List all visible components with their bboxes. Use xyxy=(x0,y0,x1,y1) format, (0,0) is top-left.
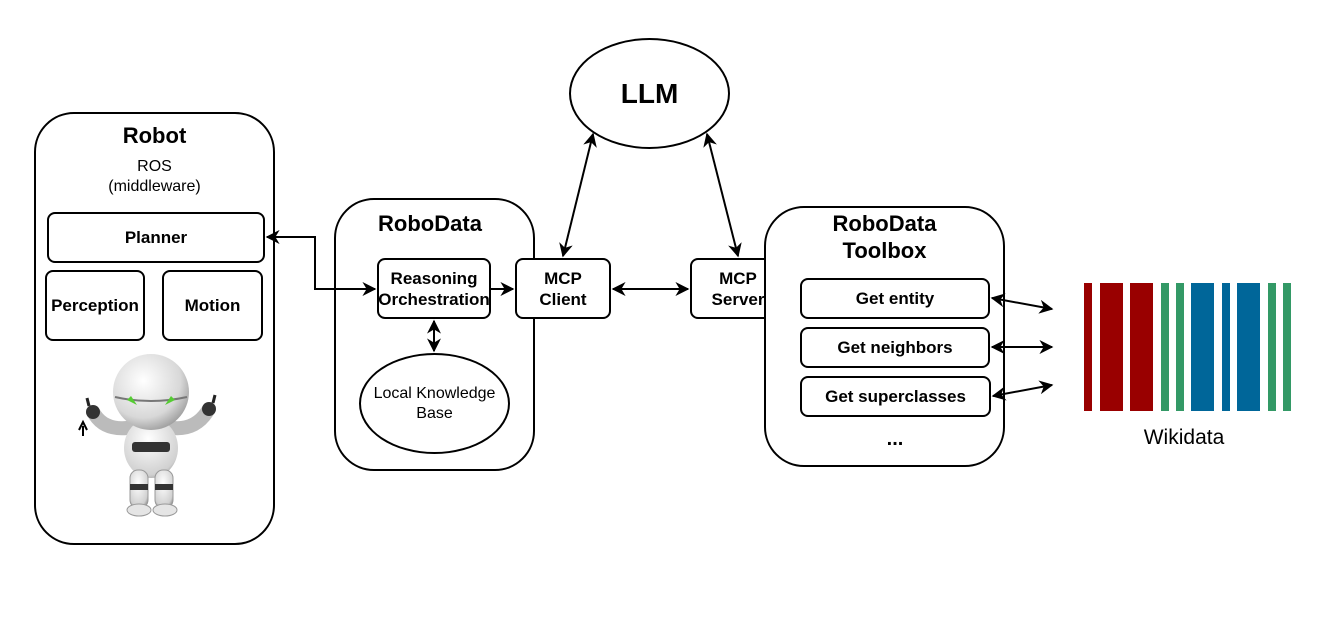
wikidata-bar xyxy=(1237,283,1260,411)
reasoning-orchestration-box: Reasoning Orchestration xyxy=(377,258,491,319)
wikidata-bar xyxy=(1268,283,1276,411)
tools-ellipsis: ... xyxy=(886,428,904,450)
robodata-title: RoboData xyxy=(378,211,482,236)
wikidata-bar xyxy=(1283,283,1291,411)
orchestration-label: Orchestration xyxy=(378,289,490,309)
kb-label-line1: Local Knowledge xyxy=(373,384,496,402)
reasoning-label: Reasoning xyxy=(390,268,478,288)
middleware-label-line1: ROS xyxy=(137,158,172,175)
wikidata-bar xyxy=(1130,283,1153,411)
mcp-client-label-line2: Client xyxy=(539,289,587,309)
toolbox-title-line1: RoboData xyxy=(832,211,937,236)
llm-node: LLM xyxy=(569,38,730,149)
mcp-client-label-line1: MCP xyxy=(544,268,582,288)
tool-get-superclasses: Get superclasses xyxy=(800,376,991,417)
perception-label: Perception xyxy=(51,295,139,315)
wikidata-bar xyxy=(1222,283,1230,411)
motion-box: Motion xyxy=(162,270,263,341)
robot-title: Robot xyxy=(122,123,187,148)
arrow-mcp-server-llm xyxy=(703,132,742,258)
arrow-get-entity-wikidata xyxy=(990,293,1054,314)
wikidata-bar xyxy=(1084,283,1092,411)
wikidata-bar xyxy=(1191,283,1214,411)
wikidata-logo xyxy=(1084,283,1292,411)
wikidata-bar xyxy=(1100,283,1123,411)
wikidata-label: Wikidata xyxy=(1143,426,1225,449)
tool-get-neighbors-label: Get neighbors xyxy=(837,337,953,357)
motion-label: Motion xyxy=(184,295,241,315)
kb-label-line2: Base xyxy=(416,404,453,422)
arrow-get-superclasses-wikidata xyxy=(991,380,1054,401)
tool-get-superclasses-label: Get superclasses xyxy=(825,386,966,406)
toolbox-title-line2: Toolbox xyxy=(842,238,927,263)
local-knowledge-base: Local Knowledge Base xyxy=(359,353,510,454)
wikidata-bar xyxy=(1176,283,1184,411)
tool-get-neighbors: Get neighbors xyxy=(800,327,990,368)
planner-box: Planner xyxy=(47,212,265,263)
mcp-server-label-line1: MCP xyxy=(719,268,757,288)
robot-illustration xyxy=(78,354,217,517)
arrow-planner-reasoning xyxy=(265,230,377,296)
wikidata-bar xyxy=(1161,283,1169,411)
perception-box: Perception xyxy=(45,270,145,341)
llm-label: LLM xyxy=(620,77,679,109)
mcp-client-box: MCP Client xyxy=(515,258,611,319)
planner-label: Planner xyxy=(124,227,188,247)
tool-get-entity: Get entity xyxy=(800,278,990,319)
arrow-mcp-client-llm xyxy=(559,132,597,258)
middleware-label-line2: (middleware) xyxy=(108,178,201,195)
tool-get-entity-label: Get entity xyxy=(855,288,935,308)
mcp-server-label-line2: Server xyxy=(711,289,765,309)
